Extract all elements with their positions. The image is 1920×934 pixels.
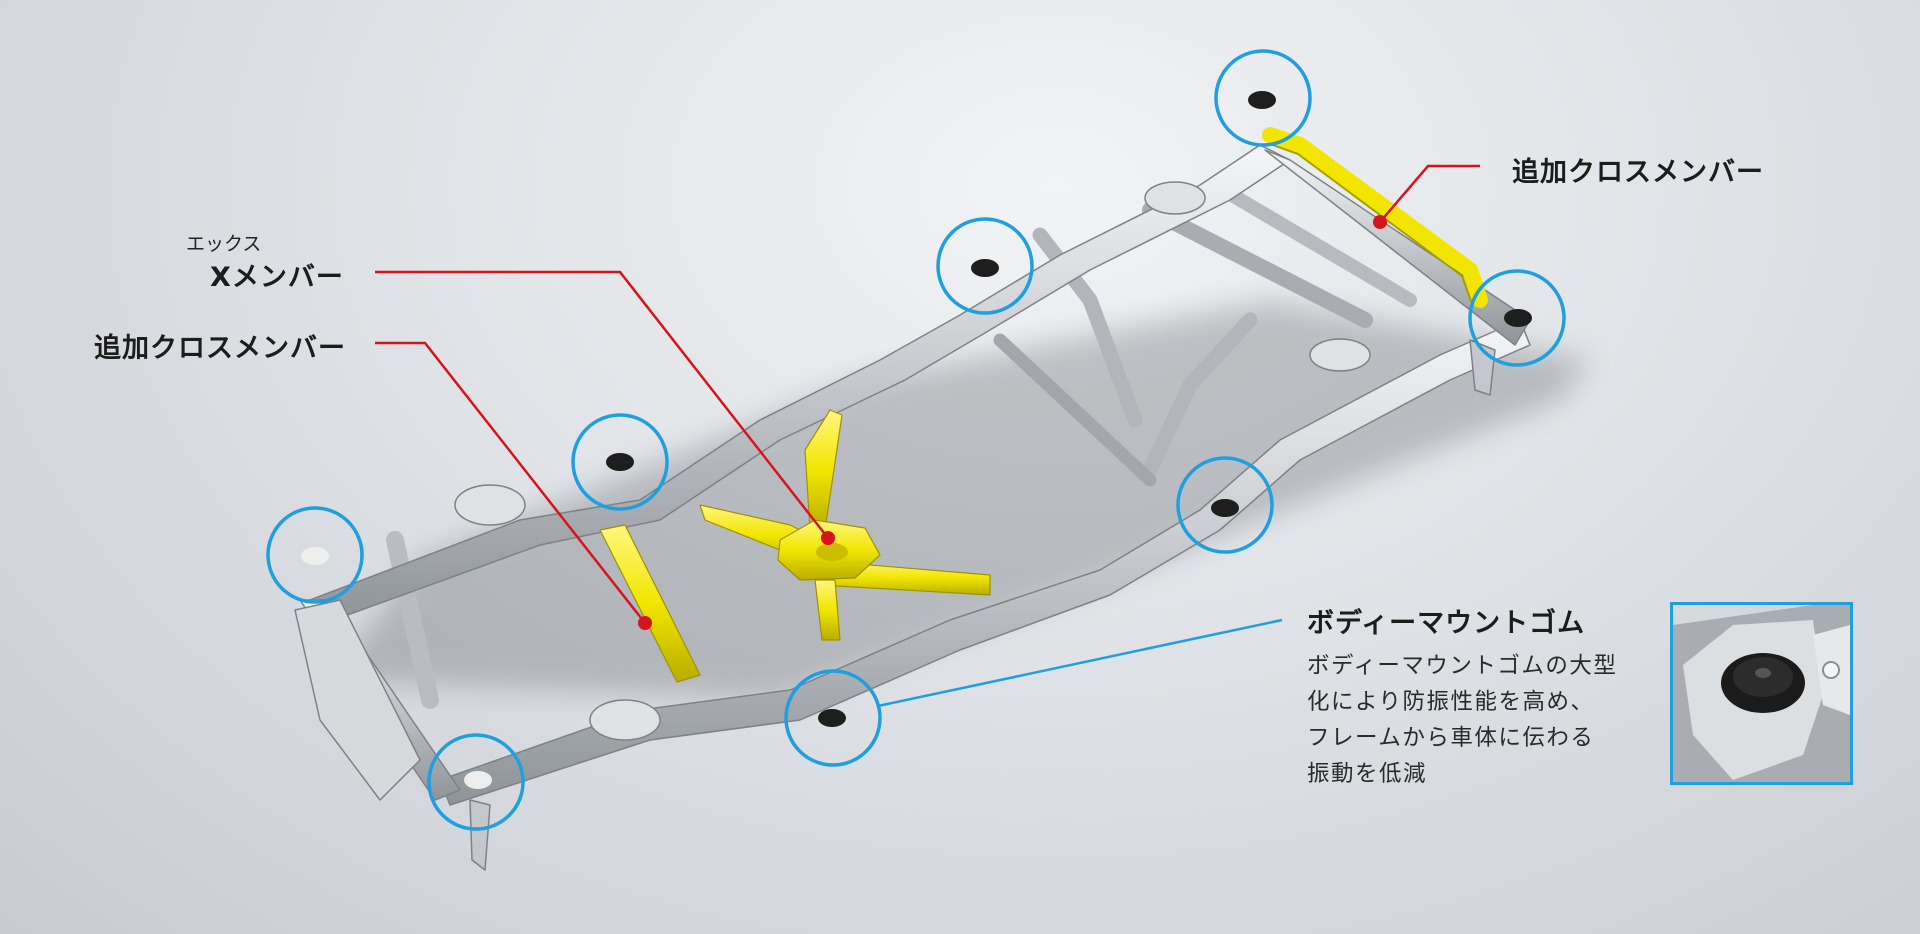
mount-rubber-4 xyxy=(606,453,634,471)
link-arm-2 xyxy=(1142,312,1258,478)
description-line: 振動を低減 xyxy=(1307,761,1428,787)
mount-rubber-5 xyxy=(1211,499,1239,517)
blue-circle-icon xyxy=(1176,456,1274,554)
mount-rubber-2 xyxy=(971,259,999,277)
blue-circle-icon xyxy=(1468,269,1566,367)
callout-line-body-mount xyxy=(877,618,1283,708)
red-dot-icon xyxy=(821,531,835,545)
blue-circle-icon xyxy=(1214,49,1312,147)
chassis-frame xyxy=(294,144,1531,871)
body-mount-description: ボディーマウントゴムの大型 化により防振性能を高め、 フレームから車体に伝わる … xyxy=(1307,648,1657,792)
mount-rubber-6 xyxy=(301,547,329,565)
spring-seat xyxy=(1144,181,1206,215)
body-mount-title: ボディーマウントゴム xyxy=(1307,608,1586,639)
x-member-arm-4 xyxy=(814,579,841,641)
x-member-label: Xメンバー xyxy=(210,262,344,293)
mount-rubber-3 xyxy=(1504,309,1532,327)
blue-circle-icon xyxy=(571,413,669,511)
cross-member-label-left: 追加クロスメンバー xyxy=(94,333,346,364)
cross-member-label-right: 追加クロスメンバー xyxy=(1512,157,1764,188)
blue-circle-icon xyxy=(427,733,525,831)
x-member-center-hole xyxy=(816,543,848,561)
rear-crossmember-tube xyxy=(1142,202,1373,328)
rear-crossmember-tube-2 xyxy=(1208,178,1417,307)
front-hanger xyxy=(469,799,491,871)
cross-member-front xyxy=(599,524,701,683)
link-arm-3 xyxy=(993,333,1157,487)
red-dot-icon xyxy=(1373,215,1387,229)
mount-rubber-1 xyxy=(1248,91,1276,109)
red-dot-icon xyxy=(638,616,652,630)
body-mounts xyxy=(301,91,1532,789)
callout-line-cross-right xyxy=(1379,164,1480,223)
x-member-ruby: エックス xyxy=(186,233,262,255)
red-callouts xyxy=(375,164,1480,624)
red-dots xyxy=(638,215,1387,630)
spring-seat-3 xyxy=(454,484,526,526)
blue-circle-icon xyxy=(936,217,1034,315)
description-line: 化により防振性能を高め、 xyxy=(1307,689,1595,715)
callout-line-cross-left xyxy=(375,341,646,624)
spring-seat-2 xyxy=(1309,338,1371,372)
spring-seat-4 xyxy=(589,699,661,741)
mount-rubber-8 xyxy=(464,771,492,789)
x-member-arm-3 xyxy=(804,409,843,531)
callout-line-x-member xyxy=(375,270,829,539)
front-end-box xyxy=(294,599,421,801)
mount-rubber-7 xyxy=(818,709,846,727)
blue-circle-icon xyxy=(784,669,882,767)
description-line: フレームから車体に伝わる xyxy=(1307,725,1595,751)
description-line: ボディーマウントゴムの大型 xyxy=(1307,653,1618,679)
closeup-image xyxy=(1673,605,1850,782)
near-side-rail xyxy=(439,319,1531,806)
body-mount-closeup xyxy=(1670,602,1853,785)
blue-circle-icon xyxy=(266,506,364,604)
mount-markers xyxy=(266,49,1566,831)
